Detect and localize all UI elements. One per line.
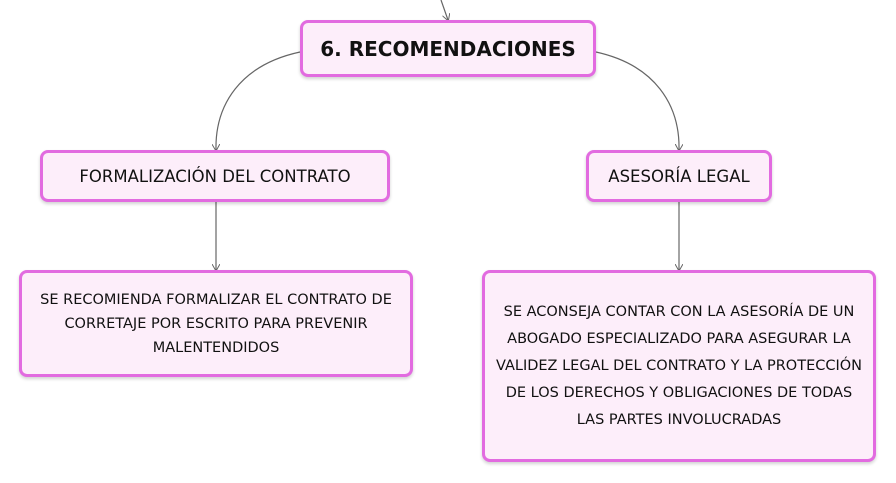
detail-node-asesoria[interactable]: SE ACONSEJA CONTAR CON LA ASESORÍA DE UN… bbox=[482, 270, 876, 462]
connector-root-to-formalizacion bbox=[216, 51, 301, 150]
branch-node-formalizacion[interactable]: FORMALIZACIÓN DEL CONTRATO bbox=[40, 150, 390, 202]
branch-node-asesoria-label: ASESORÍA LEGAL bbox=[608, 166, 750, 186]
detail-node-formalizacion[interactable]: SE RECOMIENDA FORMALIZAR EL CONTRATO DE … bbox=[19, 270, 413, 377]
root-node-label: 6. RECOMENDACIONES bbox=[320, 36, 576, 61]
root-node[interactable]: 6. RECOMENDACIONES bbox=[300, 20, 596, 77]
connector-incoming-root bbox=[440, 0, 448, 20]
branch-node-formalizacion-label: FORMALIZACIÓN DEL CONTRATO bbox=[79, 166, 351, 186]
detail-node-asesoria-text: SE ACONSEJA CONTAR CON LA ASESORÍA DE UN… bbox=[495, 303, 863, 428]
branch-node-asesoria[interactable]: ASESORÍA LEGAL bbox=[586, 150, 772, 202]
connector-root-to-asesoria bbox=[595, 51, 679, 150]
detail-node-formalizacion-text: SE RECOMIENDA FORMALIZAR EL CONTRATO DE … bbox=[40, 291, 392, 356]
